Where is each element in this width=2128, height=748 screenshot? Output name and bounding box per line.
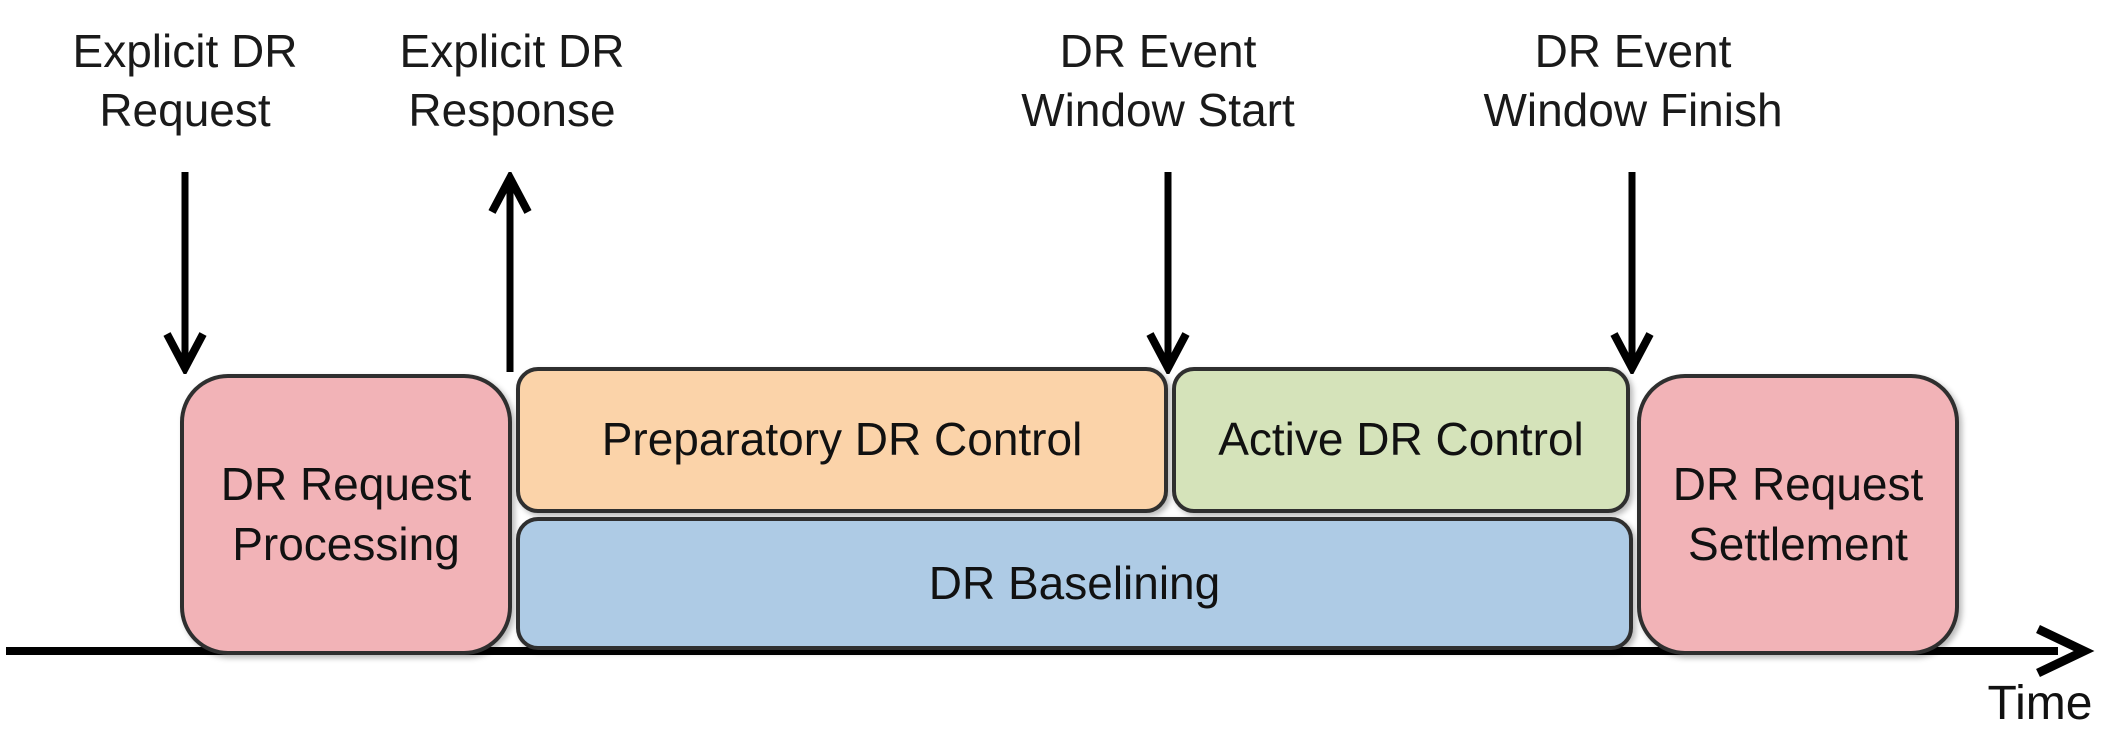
annotation-explicit-dr-request: Explicit DR Request — [0, 22, 395, 140]
phase-label: DR Request Settlement — [1672, 457, 1924, 570]
annotation-dr-event-window-finish: DR Event Window Finish — [1423, 22, 1843, 140]
up-arrow-icon — [488, 172, 532, 372]
down-arrow-icon — [1610, 172, 1654, 374]
phase-label: DR Request Processing — [220, 457, 472, 570]
phase-dr-request-settlement: DR Request Settlement — [1637, 374, 1959, 655]
phase-active-dr-control: Active DR Control — [1172, 367, 1630, 513]
axis-label: Time — [1987, 677, 2093, 730]
phase-preparatory-dr-control: Preparatory DR Control — [516, 367, 1168, 513]
annotation-line: Request — [99, 83, 271, 136]
phase-label: Preparatory DR Control — [601, 413, 1083, 466]
annotation-explicit-dr-response: Explicit DR Response — [302, 22, 722, 140]
phase-label: DR Baselining — [928, 556, 1221, 609]
annotation-line: DR Event — [1059, 25, 1257, 77]
annotation-line: Response — [408, 83, 616, 136]
annotation-line: Window Finish — [1483, 83, 1783, 136]
annotation-line: Explicit DR — [399, 25, 625, 77]
annotation-line: Explicit DR — [72, 25, 298, 77]
annotation-line: DR Event — [1534, 25, 1732, 77]
annotation-dr-event-window-start: DR Event Window Start — [948, 22, 1368, 140]
annotation-line: Window Start — [1021, 83, 1295, 136]
phase-dr-request-processing: DR Request Processing — [180, 374, 512, 655]
down-arrow-icon — [163, 172, 207, 374]
phase-label: Active DR Control — [1218, 413, 1584, 466]
down-arrow-icon — [1146, 172, 1190, 374]
phase-dr-baselining: DR Baselining — [516, 517, 1633, 650]
